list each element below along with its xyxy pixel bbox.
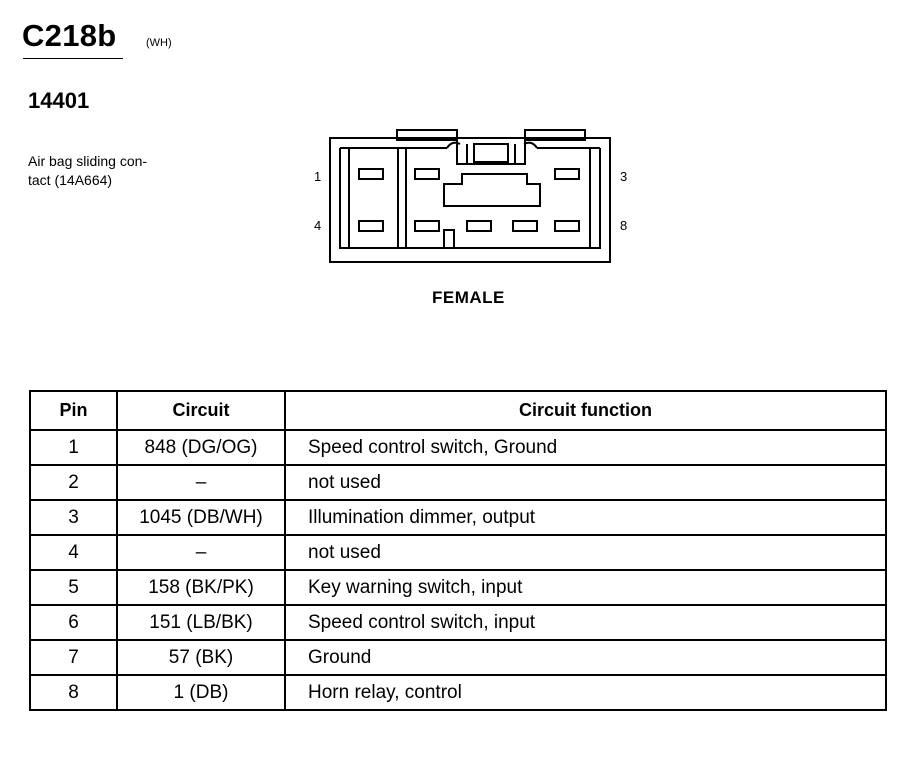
terminal-cavities: [358, 168, 580, 232]
table-row: 7 57 (BK) Ground: [29, 639, 887, 676]
cell-function: Horn relay, control: [284, 674, 887, 711]
connector-polarization-notch: [443, 229, 455, 249]
connector-key-housing: [456, 130, 526, 165]
terminal-cavity-5: [414, 220, 440, 232]
pin-label-bottom-right: 8: [620, 218, 628, 233]
pin-label-bottom-left: 4: [314, 218, 322, 233]
table-row: 4 – not used: [29, 534, 887, 571]
cell-circuit: 848 (DG/OG): [116, 429, 286, 466]
cell-function: not used: [284, 464, 887, 501]
connector-inner-rim: [339, 148, 601, 249]
cell-circuit: 1 (DB): [116, 674, 286, 711]
connector-outer-shell: [329, 137, 611, 263]
connector-face-diagram: [329, 129, 611, 263]
table-row: 5 158 (BK/PK) Key warning switch, input: [29, 569, 887, 606]
description-line-1: Air bag sliding con-: [28, 153, 148, 169]
description-line-2: tact (14A664): [28, 172, 113, 188]
cell-circuit: 151 (LB/BK): [116, 604, 286, 641]
pinout-table: Pin Circuit Circuit function 1 848 (DG/O…: [29, 390, 887, 711]
connector-key-slot: [473, 143, 509, 163]
cell-function: Ground: [284, 639, 887, 676]
cell-pin: 4: [29, 534, 118, 571]
table-row: 3 1045 (DB/WH) Illumination dimmer, outp…: [29, 499, 887, 536]
terminal-cavity-1: [358, 168, 384, 180]
pin-label-top-left: 1: [314, 169, 322, 184]
terminal-cavity-8: [554, 220, 580, 232]
part-number: 14401: [28, 88, 90, 113]
connector-color-code: (WH): [146, 37, 172, 49]
connector-divider: [397, 148, 407, 248]
cell-pin: 5: [29, 569, 118, 606]
terminal-cavity-2: [414, 168, 440, 180]
cell-pin: 1: [29, 429, 118, 466]
column-header-function: Circuit function: [284, 390, 887, 431]
cell-function: Speed control switch, input: [284, 604, 887, 641]
connector-id: C218b: [22, 18, 117, 53]
cell-pin: 7: [29, 639, 118, 676]
column-header-pin: Pin: [29, 390, 118, 431]
terminal-cavity-6: [466, 220, 492, 232]
cell-pin: 8: [29, 674, 118, 711]
terminal-cavity-7: [512, 220, 538, 232]
table-row: 6 151 (LB/BK) Speed control switch, inpu…: [29, 604, 887, 641]
connector-gender-label: FEMALE: [432, 288, 505, 307]
table-header-row: Pin Circuit Circuit function: [29, 390, 887, 431]
table-row: 1 848 (DG/OG) Speed control switch, Grou…: [29, 429, 887, 466]
cell-circuit: –: [116, 464, 286, 501]
cell-pin: 2: [29, 464, 118, 501]
terminal-cavity-4: [358, 220, 384, 232]
cell-function: Key warning switch, input: [284, 569, 887, 606]
connector-description: Air bag sliding con- tact (14A664): [28, 152, 198, 190]
terminal-cavity-3: [554, 168, 580, 180]
cell-function: not used: [284, 534, 887, 571]
table-row: 2 – not used: [29, 464, 887, 501]
cell-function: Illumination dimmer, output: [284, 499, 887, 536]
cell-circuit: 57 (BK): [116, 639, 286, 676]
cell-pin: 6: [29, 604, 118, 641]
pin-label-top-right: 3: [620, 169, 628, 184]
connector-center-latch: [443, 173, 541, 207]
cell-circuit: –: [116, 534, 286, 571]
cell-function: Speed control switch, Ground: [284, 429, 887, 466]
connector-bottom-strip: [329, 248, 611, 263]
cell-circuit: 158 (BK/PK): [116, 569, 286, 606]
cell-circuit: 1045 (DB/WH): [116, 499, 286, 536]
title-underline: [23, 58, 123, 59]
column-header-circuit: Circuit: [116, 390, 286, 431]
table-row: 8 1 (DB) Horn relay, control: [29, 674, 887, 711]
cell-pin: 3: [29, 499, 118, 536]
